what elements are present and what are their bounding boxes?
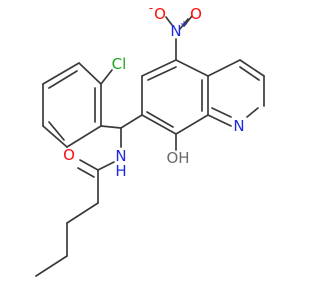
bond-co-b (77, 167, 95, 178)
amide-n-label: N (115, 147, 126, 165)
atom-labels: N + O - O Cl N N H OH O (63, 1, 245, 180)
nitro-o-minus-label: O (154, 5, 166, 23)
carbonyl-o-label: O (63, 146, 75, 164)
ring-n-label: N (233, 117, 244, 135)
amide-h-label: H (115, 162, 126, 180)
bond-c1-c2 (66, 202, 99, 224)
hydroxyl-label: OH (166, 149, 189, 167)
bond-q7 (207, 59, 241, 77)
bond-ph-inner3 (48, 121, 65, 141)
bond-n-o2b (179, 18, 189, 30)
bond-q3 (175, 59, 209, 77)
nitro-o-label: O (190, 5, 202, 23)
nitro-n-label: N (170, 22, 181, 40)
bond-ph-ch (100, 125, 122, 129)
bond-q-inner5 (211, 107, 232, 118)
bond-q8 (239, 59, 265, 77)
bond-n-o2a (183, 15, 193, 27)
bond-ph-inner1 (48, 70, 78, 89)
bond-q10 (246, 107, 259, 118)
bond-ph1 (42, 62, 80, 85)
bond-c3-c4 (35, 255, 68, 277)
bond-n-c (97, 161, 115, 171)
bond-ph5 (42, 125, 68, 148)
bond-q-inner1 (147, 66, 177, 81)
bond-ph2 (78, 62, 102, 85)
bond-ch-quin (120, 114, 143, 129)
bond-c-cl (100, 69, 113, 85)
bond-q6 (141, 114, 177, 135)
chlorine-label: Cl (112, 55, 127, 73)
nitro-n-charge: + (180, 19, 188, 30)
bond-q2 (141, 59, 177, 77)
nitro-o-minus-charge: - (149, 1, 153, 15)
bond-n-o1 (165, 16, 173, 26)
bond-q-inner3 (146, 111, 174, 128)
structure-canvas: N + O - O Cl N N H OH O (35, 1, 265, 277)
bond-q-inner4 (239, 66, 260, 81)
molecule-structure: N + O - O Cl N N H OH O (35, 1, 265, 277)
bonds (35, 15, 265, 277)
bond-ph4 (66, 125, 102, 148)
bond-q5 (175, 114, 209, 135)
bond-q11 (207, 114, 232, 127)
bond-co-a (79, 159, 99, 171)
